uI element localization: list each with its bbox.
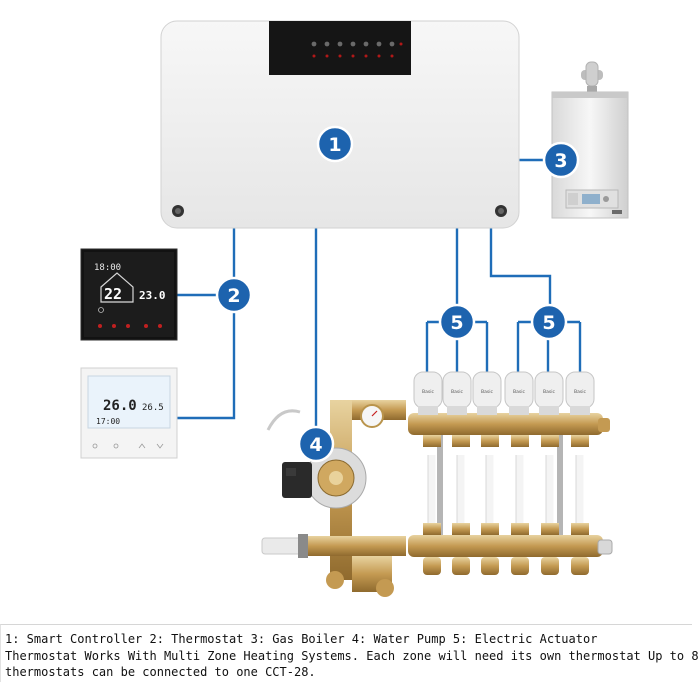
black-thermostat-room-temp: 22 bbox=[104, 285, 122, 303]
actuator: Basic bbox=[413, 371, 443, 415]
svg-text:3: 3 bbox=[554, 150, 567, 172]
svg-text:Basic: Basic bbox=[451, 389, 463, 395]
caption-legend-line: 1: Smart Controller 2: Thermostat 3: Gas… bbox=[5, 632, 598, 646]
actuator: Basic bbox=[442, 371, 472, 415]
manifold-bottom-fittings bbox=[423, 523, 589, 575]
manifold bbox=[408, 413, 613, 575]
marker-5-actuators-right: 5 bbox=[530, 303, 568, 341]
white-thermostat-buttons bbox=[92, 443, 164, 449]
svg-text:Basic: Basic bbox=[481, 389, 493, 395]
black-thermostat-set-temp: 23.0 bbox=[139, 289, 166, 302]
svg-text:Basic: Basic bbox=[422, 389, 434, 395]
manifold-top-fittings bbox=[423, 435, 589, 447]
marker-3-gas-boiler: 3 bbox=[542, 141, 580, 179]
caption: 1: Smart Controller 2: Thermostat 3: Gas… bbox=[0, 624, 698, 682]
manifold-top-bar bbox=[408, 413, 603, 435]
svg-text:5: 5 bbox=[450, 312, 463, 334]
marker-5-actuators-left: 5 bbox=[438, 303, 476, 341]
black-thermostat-buttons bbox=[98, 324, 162, 328]
svg-text:5: 5 bbox=[542, 312, 555, 334]
black-thermostat-clock: 18:00 bbox=[94, 263, 121, 273]
actuator: Basic bbox=[472, 371, 502, 415]
actuator: Basic bbox=[565, 371, 595, 415]
svg-text:4: 4 bbox=[309, 434, 322, 456]
controller-led-panel bbox=[269, 21, 411, 75]
white-thermostat-room-temp: 26.0 bbox=[103, 398, 137, 414]
svg-text:Basic: Basic bbox=[543, 389, 555, 395]
actuator: Basic bbox=[504, 371, 534, 415]
water-pump-assembly bbox=[261, 400, 406, 597]
smart-controller bbox=[160, 20, 520, 229]
manifold-bottom-bar bbox=[408, 535, 603, 557]
caption-description-line: thermostats can be connected to one CCT-… bbox=[5, 665, 316, 679]
actuators: Basic Basic Basic Basic Basic Basic bbox=[413, 371, 595, 415]
heating-system-diagram: 18:00 22 23.0 26.0 26.5 17:00 bbox=[80, 20, 629, 597]
controller-red-leds bbox=[312, 42, 403, 58]
marker-1-smart-controller: 1 bbox=[316, 125, 354, 163]
white-thermostat-clock: 17:00 bbox=[96, 417, 120, 426]
svg-text:Basic: Basic bbox=[574, 389, 586, 395]
thermostat-white: 26.0 26.5 17:00 bbox=[80, 367, 178, 459]
wire-controller-actuators-right bbox=[489, 228, 552, 322]
marker-2-thermostat: 2 bbox=[215, 276, 253, 314]
thermostat-black: 18:00 22 23.0 bbox=[80, 248, 178, 341]
white-thermostat-set-temp: 26.5 bbox=[142, 403, 164, 413]
caption-description-line: Thermostat Works With Multi Zone Heating… bbox=[5, 648, 698, 663]
marker-4-water-pump: 4 bbox=[297, 425, 335, 463]
actuator: Basic bbox=[534, 371, 564, 415]
svg-text:2: 2 bbox=[227, 285, 240, 307]
svg-text:Basic: Basic bbox=[513, 389, 525, 395]
gas-boiler bbox=[551, 61, 629, 219]
wire-controller-thermostats bbox=[176, 228, 236, 420]
controller-status-icons bbox=[311, 41, 395, 47]
pex-pipes bbox=[428, 455, 584, 535]
pump-control-box bbox=[282, 462, 312, 498]
svg-text:1: 1 bbox=[328, 134, 341, 156]
number-markers: 1 2 3 4 5 5 bbox=[215, 125, 580, 463]
home-icon bbox=[100, 272, 134, 303]
